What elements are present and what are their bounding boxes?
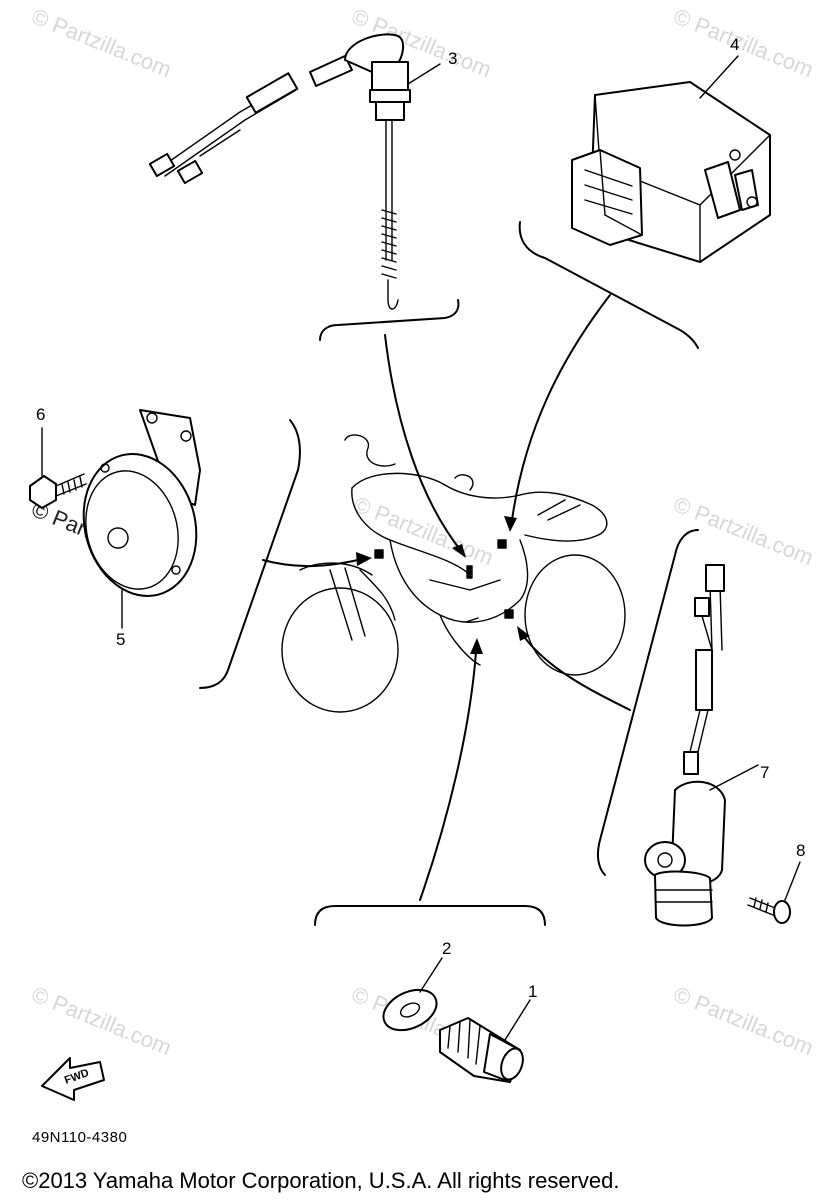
part-5-horn: 5 bbox=[82, 409, 201, 649]
part-8-screw: 8 bbox=[747, 841, 805, 924]
part-7-switch: 7 bbox=[644, 564, 769, 927]
callout-6: 6 bbox=[36, 405, 45, 424]
callout-1: 1 bbox=[528, 982, 537, 1001]
callout-4: 4 bbox=[730, 35, 739, 54]
part-4-relay: 4 bbox=[571, 35, 771, 263]
diagram-code: 49N110-4380 bbox=[32, 1129, 127, 1146]
connector-arrows bbox=[262, 294, 631, 901]
callout-8: 8 bbox=[796, 841, 805, 860]
watermark: © Partzilla.com bbox=[28, 981, 175, 1060]
part-6-bolt: 6 bbox=[29, 405, 87, 509]
forward-direction-arrow: FWD bbox=[41, 1057, 105, 1101]
watermark: © Partzilla.com bbox=[670, 3, 817, 82]
callout-5: 5 bbox=[116, 630, 125, 649]
callout-2: 2 bbox=[442, 939, 451, 958]
callout-3: 3 bbox=[448, 49, 457, 68]
watermark: © Partzilla.com bbox=[28, 3, 175, 82]
watermark: © Partzilla.com bbox=[670, 981, 817, 1060]
part-1-switch: 1 bbox=[439, 982, 537, 1083]
callout-7: 7 bbox=[760, 763, 769, 782]
part-3-switch-assembly: 3 bbox=[148, 33, 457, 310]
copyright-notice: ©2013 Yamaha Motor Corporation, U.S.A. A… bbox=[22, 1168, 619, 1193]
group-brackets bbox=[199, 221, 699, 926]
part-2-washer: 2 bbox=[382, 939, 451, 1032]
motorcycle-outline bbox=[281, 434, 626, 713]
